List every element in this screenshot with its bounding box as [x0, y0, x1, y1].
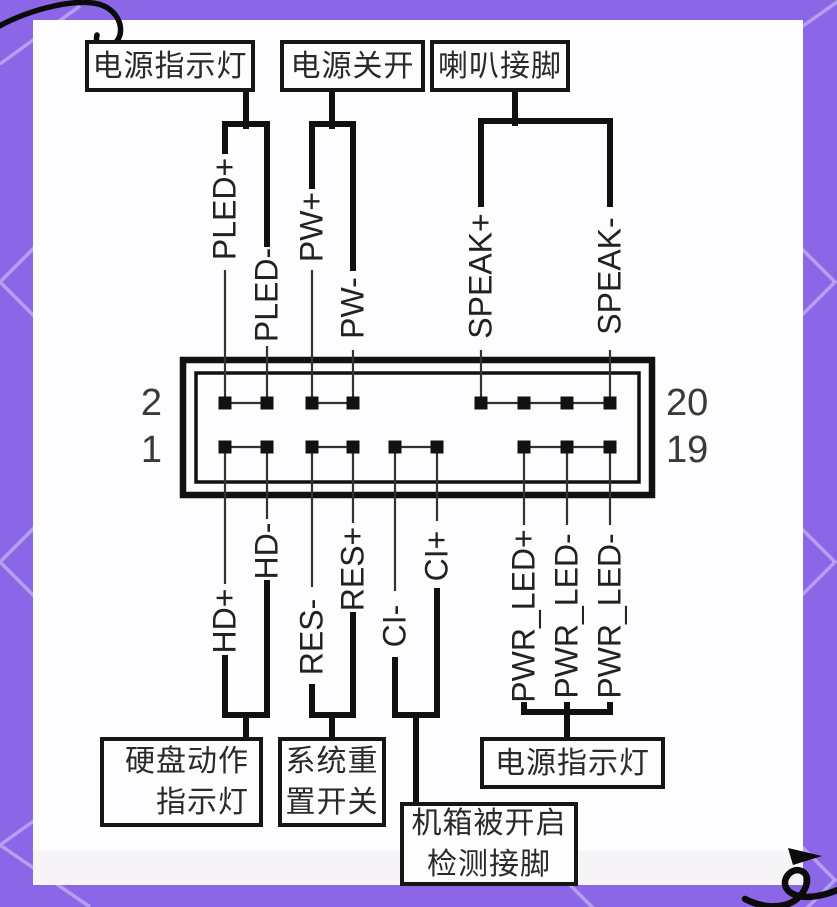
- label-box-power-led-top: 电源指示灯: [85, 40, 255, 92]
- label-box-speaker: 喇叭接脚: [430, 40, 570, 92]
- pin-label-pwr-led-minus-2: PWR_LED-: [591, 533, 628, 699]
- pin-label-pw-minus: PW-: [334, 277, 371, 339]
- label-box-reset-switch: 系统重 置开关: [278, 737, 386, 827]
- pin-label-ci-minus: CI-: [376, 604, 413, 648]
- pin-label-pled-plus: PLED+: [206, 157, 243, 261]
- pin-grid: [218, 396, 617, 454]
- pin-label-hd-plus: HD+: [206, 588, 243, 654]
- pin-label-res-minus: RES-: [293, 598, 330, 676]
- pin-label-res-plus: RES+: [334, 526, 371, 612]
- pin-number-19: 19: [666, 429, 709, 471]
- pin-number-1: 1: [140, 429, 162, 471]
- connector-block: [179, 356, 656, 499]
- pin-label-pwr-led-minus: PWR_LED-: [548, 533, 585, 699]
- pin-number-2: 2: [140, 382, 162, 424]
- pin-label-ci-plus: CI+: [418, 530, 455, 582]
- harness-brackets: [222, 89, 613, 809]
- thin-wires: [223, 270, 612, 591]
- label-box-hdd-led: 硬盘动作 指示灯: [100, 737, 263, 827]
- pin-label-hd-minus: HD-: [248, 522, 285, 580]
- pin-label-speak-minus: SPEAK-: [591, 217, 628, 335]
- label-box-power-led-bottom: 电源指示灯: [480, 737, 665, 789]
- pin-label-pw-plus: PW+: [293, 191, 330, 263]
- pen-swirl-bottom-right: [741, 848, 837, 907]
- pin-label-pwr-led-plus: PWR_LED+: [505, 529, 542, 703]
- label-box-chassis-intrusion: 机箱被开启 检测接脚: [400, 802, 578, 886]
- pin-label-speak-plus: SPEAK+: [462, 213, 499, 339]
- label-box-power-switch: 电源关开: [280, 40, 425, 92]
- pin-number-20: 20: [666, 382, 709, 424]
- pin-label-pled-minus: PLED-: [248, 247, 285, 343]
